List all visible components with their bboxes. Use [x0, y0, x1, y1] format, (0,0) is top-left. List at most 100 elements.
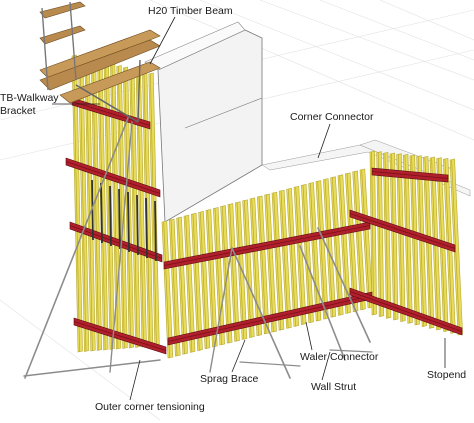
return-beam-2 [376, 151, 385, 318]
front-beam-9-web [221, 206, 230, 344]
front-beam-4-web [185, 216, 193, 353]
front-beam-11-web [236, 202, 245, 340]
front-beam-20-web [302, 185, 311, 323]
wall-panel-joint [184, 97, 263, 129]
front-beam-19-web [295, 187, 304, 325]
front-beam-16 [271, 191, 285, 331]
leader-outer-corner [129, 359, 141, 401]
waler-left-top-flange [65, 161, 161, 194]
front-beam-15 [264, 193, 277, 333]
sprag-brace-1 [231, 247, 291, 379]
outer-corner-brace-vertical [109, 121, 133, 373]
leader-corner-connector [317, 123, 331, 159]
wall-strut-2 [317, 227, 371, 343]
front-beam-16-web [273, 193, 282, 331]
front-beam-17-web [280, 191, 289, 329]
sprag-brace-2 [209, 247, 233, 373]
front-beam-12 [242, 199, 255, 338]
return-beam-2-web [377, 152, 382, 317]
leader-wall-strut [321, 351, 331, 381]
left-beam-10-web [130, 69, 138, 348]
return-beam-7-web [411, 155, 417, 326]
label-bracket: Bracket [0, 105, 36, 117]
front-beam-26 [345, 172, 359, 313]
steel-walers [65, 97, 463, 355]
front-beam-9 [220, 205, 233, 344]
tie-rod-1 [91, 179, 94, 241]
return-beam-5-web [397, 154, 403, 322]
tie-rod-2 [100, 182, 103, 244]
walkway-bracket [39, 1, 161, 123]
return-beam-1 [369, 150, 377, 316]
leader-waler-connector [305, 321, 313, 351]
front-beam-1-web [163, 221, 171, 359]
tie-rod-4 [118, 188, 121, 250]
waler-return-mid-flange [349, 213, 456, 249]
label-h20-timber-beam: H20 Timber Beam [148, 5, 233, 17]
return-beam-7 [409, 154, 420, 326]
label-outer-corner-tensioning: Outer corner tensioning [95, 401, 205, 413]
outer-corner-brace-left [24, 117, 129, 379]
return-beam-3 [383, 151, 392, 319]
base-plate-rail-1 [239, 361, 301, 367]
tie-rod-7 [145, 197, 148, 259]
front-beam-11 [235, 201, 248, 340]
front-beam-10 [227, 203, 240, 342]
front-beam-7 [205, 209, 218, 348]
front-beam-13-web [251, 198, 259, 336]
front-beam-27-web [353, 171, 363, 310]
outer-corner-tension-rod [23, 359, 161, 377]
tie-rod-8 [154, 200, 157, 262]
front-beam-24-web [331, 177, 341, 316]
front-beam-13 [249, 197, 263, 337]
leader-sprag-brace [231, 339, 246, 373]
front-beam-5-web [192, 214, 200, 351]
tie-rod-5 [127, 191, 130, 253]
label-waler-connector: Waler Connector [300, 351, 379, 363]
waler-front-top-flange [163, 225, 371, 266]
tie-rod-3 [109, 185, 112, 247]
front-beam-8 [213, 207, 225, 346]
return-beam-6 [403, 153, 413, 324]
return-beam-13-web [451, 159, 460, 336]
front-wall-timber-beams [161, 168, 374, 359]
return-beam-4 [389, 152, 399, 321]
front-beam-18-web [287, 189, 296, 327]
front-beam-17 [279, 189, 292, 329]
front-beam-25 [337, 174, 351, 314]
return-beam-6-web [404, 155, 410, 324]
front-beam-26-web [346, 173, 356, 312]
return-beam-5 [396, 153, 406, 323]
front-beam-5 [191, 212, 203, 351]
front-beam-23-web [324, 179, 333, 318]
label-stopend: Stopend [427, 369, 466, 381]
front-beam-14-web [258, 196, 267, 334]
label-tb-walkway: TB-Walkway [0, 92, 59, 104]
front-beam-22-web [317, 181, 326, 320]
label-wall-strut: Wall Strut [311, 381, 356, 393]
tie-rod-6 [136, 194, 139, 256]
front-beam-4 [183, 214, 196, 353]
front-beam-15-web [265, 195, 274, 333]
front-beam-8-web [214, 208, 222, 346]
left-beam-13-web [150, 73, 157, 347]
return-beam-3-web [384, 153, 389, 319]
front-beam-23 [323, 178, 337, 318]
front-beam-3-web [177, 218, 185, 355]
label-sprag-brace: Sprag Brace [200, 373, 259, 385]
return-beam-8-web [417, 156, 425, 327]
waler-left-bottom-flange [73, 321, 167, 351]
front-beam-24 [330, 176, 344, 316]
braces-and-struts [23, 117, 373, 379]
front-beam-21-web [309, 183, 319, 321]
front-beam-21 [308, 182, 322, 322]
label-corner-connector: Corner Connector [290, 111, 374, 123]
left-beam-1 [71, 54, 83, 353]
front-beam-6-web [199, 212, 208, 349]
front-beam-28-web [361, 169, 371, 309]
return-beam-1-web [371, 151, 374, 316]
return-beam-4-web [391, 153, 396, 321]
